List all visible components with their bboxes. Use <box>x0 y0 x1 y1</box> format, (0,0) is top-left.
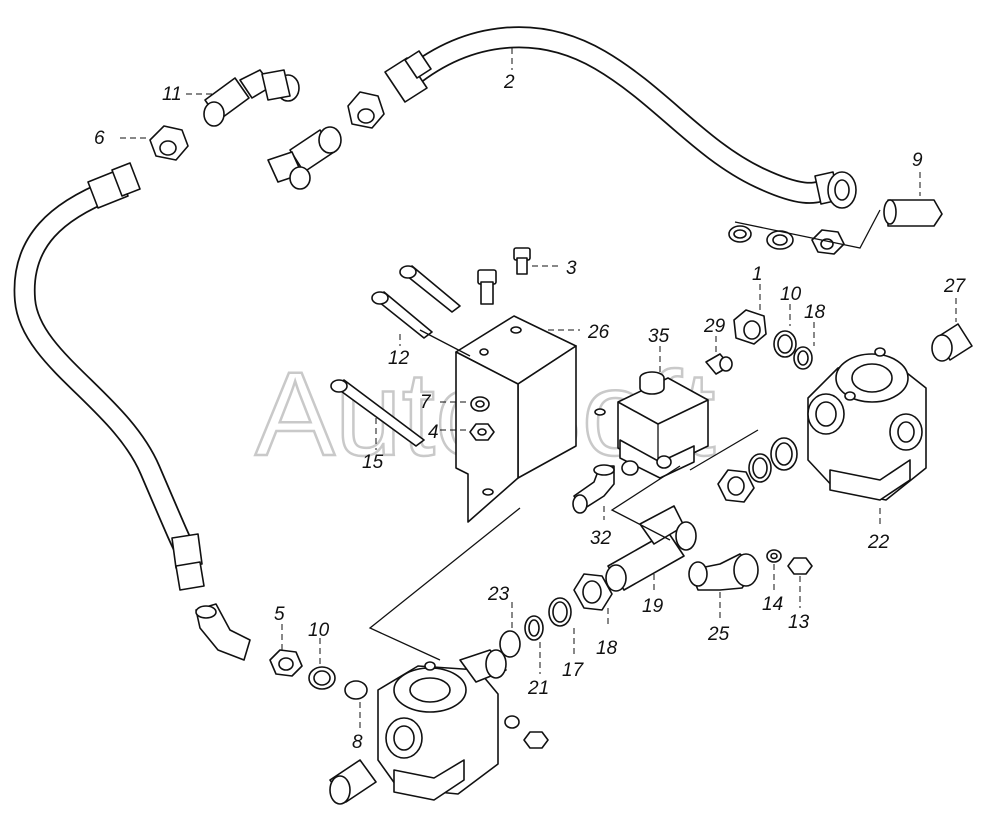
hose-left <box>13 162 251 661</box>
callout-17: 17 <box>562 660 585 681</box>
washer-14 <box>766 549 782 563</box>
washer-lower <box>504 715 520 729</box>
ring-10-upper <box>773 330 797 358</box>
fitting-9 <box>728 199 943 255</box>
fitting-27 <box>931 323 973 362</box>
callout-27: 27 <box>943 276 967 297</box>
nut-4 <box>469 423 495 441</box>
callout-19: 19 <box>642 596 664 617</box>
callout-32: 32 <box>590 528 612 549</box>
callout-35: 35 <box>648 326 670 347</box>
callout-25: 25 <box>707 624 730 645</box>
ring-17 <box>548 597 572 627</box>
callout-7: 7 <box>420 392 432 413</box>
callout-23: 23 <box>487 584 510 605</box>
bolt-15 <box>330 379 425 447</box>
nut-6 <box>149 125 189 161</box>
callout-5: 5 <box>274 604 285 625</box>
bolt-vertical <box>477 269 497 305</box>
ring-10-lower <box>308 666 336 690</box>
elbow-25 <box>688 553 759 591</box>
rings-right <box>717 437 798 503</box>
valve-lower <box>329 649 507 805</box>
ring-8 <box>344 680 368 700</box>
callout-12: 12 <box>388 348 410 369</box>
callout-18-lower: 18 <box>596 638 618 659</box>
callout-14: 14 <box>762 594 783 615</box>
callout-10-lower: 10 <box>308 620 330 641</box>
hose-2 <box>384 26 857 209</box>
guide-line <box>368 507 521 661</box>
callout-8: 8 <box>352 732 363 753</box>
callout-4: 4 <box>428 422 439 443</box>
nut-18-lower <box>573 573 613 611</box>
callout-22: 22 <box>867 532 890 553</box>
fitting-11 <box>203 69 300 127</box>
ring-18-upper <box>793 346 813 370</box>
nut-lower <box>523 731 549 749</box>
valve-22 <box>807 347 927 501</box>
fitting-29 <box>705 353 733 375</box>
callout-10-upper: 10 <box>780 284 802 305</box>
nut-13 <box>787 557 813 575</box>
callout-13: 13 <box>788 612 810 633</box>
guide-line <box>419 329 471 357</box>
fitting-adapter <box>267 91 385 190</box>
bolt-12 <box>371 265 461 339</box>
nut-5 <box>269 649 303 677</box>
callout-18-upper: 18 <box>804 302 826 323</box>
callout-21: 21 <box>527 678 549 699</box>
callout-26: 26 <box>587 322 610 343</box>
tee-19 <box>605 505 697 592</box>
ring-23 <box>499 630 521 658</box>
fitting-1 <box>733 309 767 345</box>
callout-6: 6 <box>94 128 105 149</box>
callout-1: 1 <box>752 264 763 285</box>
callout-29: 29 <box>703 316 726 337</box>
callout-15: 15 <box>362 452 384 473</box>
callout-11: 11 <box>162 84 182 105</box>
callout-labels: 2 11 6 9 3 26 12 7 4 15 1 10 18 27 29 35… <box>94 72 967 753</box>
callout-9: 9 <box>912 150 923 171</box>
guide-line <box>610 465 681 541</box>
washer-7 <box>470 396 490 412</box>
bolt-3 <box>513 247 531 275</box>
guide-line <box>689 429 759 471</box>
callout-3: 3 <box>566 258 577 279</box>
callout-2: 2 <box>503 72 515 93</box>
leader-lines <box>120 48 957 728</box>
ring-21 <box>524 615 544 641</box>
elbow-32 <box>572 464 615 514</box>
